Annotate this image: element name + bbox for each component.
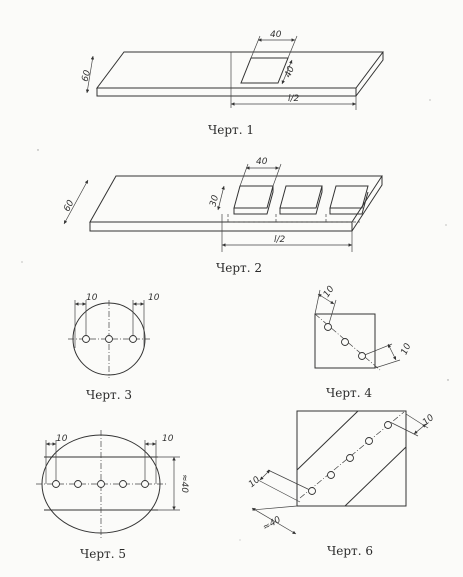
caption-fig-2: Черт. 2 xyxy=(216,261,262,275)
fig1-dim-right: 40 xyxy=(283,65,297,80)
figure-4: 10 10 Черт. 4 xyxy=(314,284,414,400)
figure-2: 40 60 30 l/2 Черт. 2 xyxy=(62,157,383,275)
caption-fig-1: Черт. 1 xyxy=(208,123,254,137)
fig4-dim-right: 10 xyxy=(400,342,414,357)
caption-fig-6: Черт. 6 xyxy=(327,544,373,558)
fig6-dim-left: 10 xyxy=(247,475,262,490)
fig6-dim-bottom: ≈40 xyxy=(261,515,283,533)
figure-6: 10 10 ≈40 Черт. 6 xyxy=(247,410,436,558)
fig5-dim-side: ≈40 xyxy=(179,474,189,493)
fig2-dim-bottom: l/2 xyxy=(274,235,286,245)
fig2-dim-left: 60 xyxy=(62,198,76,213)
fig1-dim-top: 40 xyxy=(270,30,282,40)
caption-fig-5: Черт. 5 xyxy=(80,547,126,561)
caption-fig-3: Черт. 3 xyxy=(86,388,132,402)
fig3-dim-left: 10 xyxy=(86,293,98,303)
fig5-dim-right: 10 xyxy=(162,434,174,444)
caption-fig-4: Черт. 4 xyxy=(326,386,372,400)
paper-specks xyxy=(21,99,449,541)
figure-3: 10 10 Черт. 3 xyxy=(68,293,160,402)
fig6-dim-right: 10 xyxy=(421,413,436,428)
fig1-dim-bottom: l/2 xyxy=(288,94,300,104)
fig2-dim-mid: 30 xyxy=(209,194,222,208)
fig1-dim-left: 60 xyxy=(81,69,94,83)
figure-5: 10 10 ≈40 Черт. 5 xyxy=(36,430,189,561)
fig2-dim-top: 40 xyxy=(256,157,268,167)
fig3-dim-right: 10 xyxy=(148,293,160,303)
fig4-dim-top: 10 xyxy=(322,284,337,299)
figure-1: 40 60 40 l/2 Черт. 1 xyxy=(81,30,384,137)
fig5-dim-left: 10 xyxy=(56,434,68,444)
